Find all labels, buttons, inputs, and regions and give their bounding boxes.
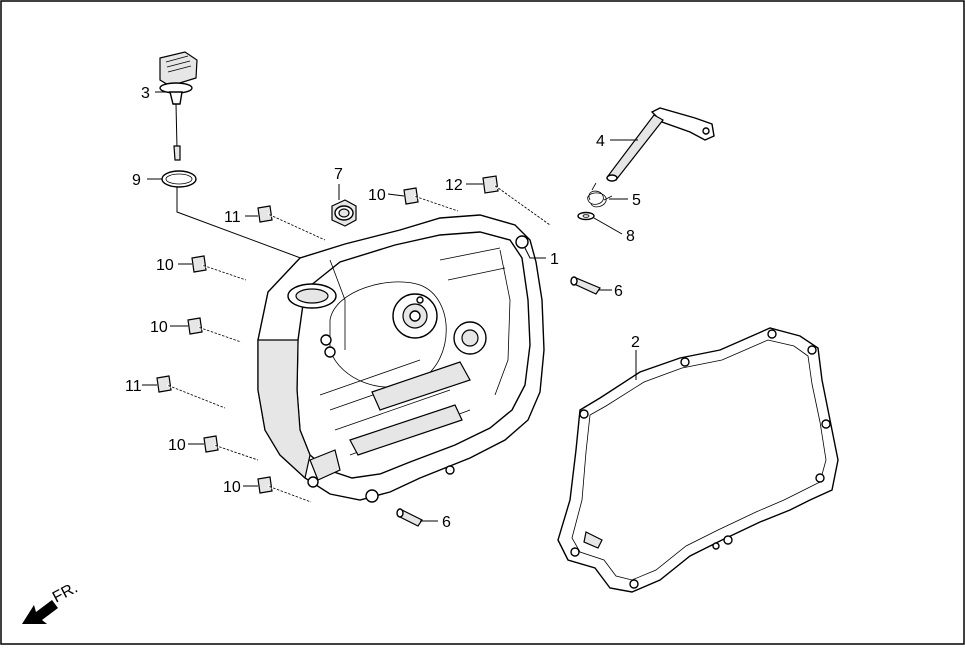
o-ring: [161, 170, 197, 188]
callout-1: 1: [550, 251, 559, 268]
dowel-pin-upper: [570, 276, 601, 295]
bolt-10-left-2: [187, 317, 242, 344]
callout-11: 11: [224, 209, 241, 226]
front-direction-indicator: FR.: [22, 579, 81, 624]
lever-shaft: [606, 107, 715, 182]
callout-10: 10: [223, 479, 241, 496]
bolt-11-top: [257, 205, 326, 242]
callout-11: 11: [125, 378, 142, 395]
bolt-10-left-1: [191, 255, 247, 282]
callout-4: 4: [596, 133, 605, 150]
callout-6: 6: [442, 514, 451, 531]
callout-5: 5: [632, 192, 641, 209]
callout-8: 8: [626, 228, 635, 245]
leader-9-to-cover: [176, 187, 307, 261]
leader-lines: [142, 91, 638, 522]
washer: [577, 211, 595, 221]
bolt-11-left: [156, 375, 226, 410]
callout-10: 10: [168, 437, 186, 454]
callout-2: 2: [631, 334, 640, 351]
callout-10: 10: [156, 257, 174, 274]
crankcase-cover: [257, 214, 545, 503]
front-arrow-icon: [22, 600, 58, 624]
callout-9: 9: [132, 172, 141, 189]
front-direction-label: FR.: [50, 579, 81, 606]
callout-6: 6: [614, 283, 623, 300]
callout-10: 10: [150, 319, 168, 336]
dowel-pin-lower: [396, 508, 423, 527]
bolt-12: [482, 175, 551, 227]
callout-12: 12: [445, 177, 463, 194]
bushing: [331, 199, 357, 227]
oil-dipstick-cap: [159, 51, 198, 161]
callout-3: 3: [141, 85, 150, 102]
cover-gasket: [557, 327, 839, 593]
bolt-10-top-center: [403, 187, 459, 213]
bolt-10-left-3: [203, 435, 259, 462]
callout-10: 10: [368, 187, 386, 204]
callout-7: 7: [334, 166, 343, 183]
bolt-10-left-4: [257, 476, 312, 504]
torsion-spring: [587, 182, 613, 208]
